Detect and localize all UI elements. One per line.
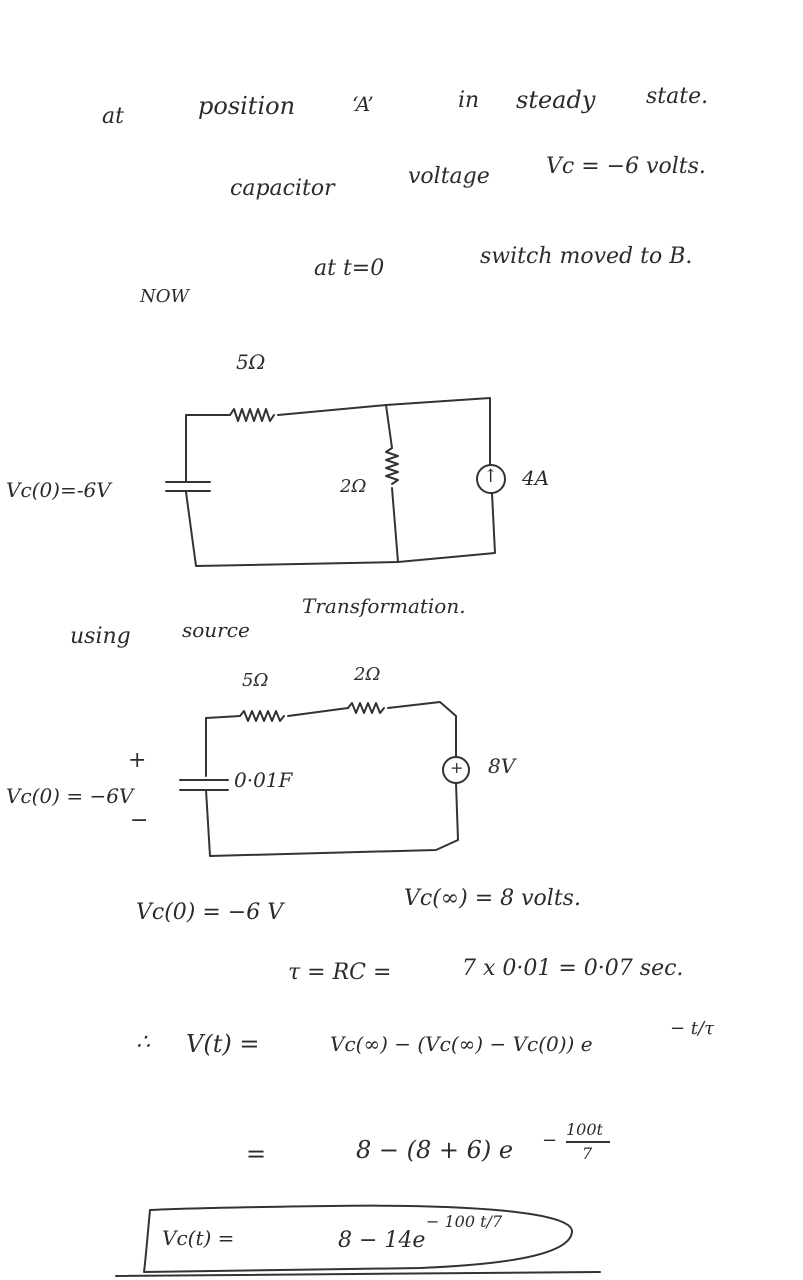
text-transformation: Transformation. (302, 594, 466, 618)
calc-line2-exp-fraction-bar (566, 1141, 610, 1143)
circuit1-resistor-2ohm (385, 447, 399, 485)
circuit2-label-2ohm: 2Ω (354, 664, 381, 685)
circuit1-resistor-5ohm (229, 408, 275, 422)
circuit2-minus-sign: − (130, 808, 149, 833)
calc-line2: 8 − (8 + 6) e (356, 1136, 514, 1164)
circuit2-wire-right-top (387, 701, 457, 757)
text-in: in (458, 88, 480, 113)
final-answer-underline (115, 1271, 601, 1277)
circuit1-wire-bottom (185, 491, 496, 567)
calc-vc0: Vc(0) = −6 V (136, 900, 284, 925)
circuit2-wire-left-top (205, 715, 241, 777)
circuit2-label-capacitor: 0·01F (234, 768, 293, 792)
calc-therefore: ∴ (136, 1030, 150, 1055)
circuit1-label-vc0: Vc(0)=-6V (6, 478, 111, 502)
circuit1-label-4a: 4A (522, 466, 550, 490)
text-capacitor: capacitor (230, 176, 335, 201)
text-switch-moved: switch moved to B. (480, 244, 693, 269)
text-capacitor-voltage-value: Vc = −6 volts. (546, 154, 706, 179)
circuit2-label-8v: 8V (488, 754, 516, 778)
calc-equals: = (246, 1140, 267, 1168)
text-position-a: ‘A’ (352, 92, 374, 116)
circuit2-source-sign: + (450, 758, 464, 777)
circuit1-label-5ohm: 5Ω (236, 350, 266, 374)
circuit1-label-2ohm: 2Ω (340, 476, 367, 497)
calc-tau-lhs: τ = RC = (288, 960, 392, 985)
calc-vcinf: Vc(∞) = 8 volts. (404, 886, 581, 911)
circuit1-wire-top (277, 397, 491, 466)
circuit2-wire-bottom (205, 782, 459, 857)
circuit1-wire-mid-top (385, 404, 393, 449)
calc-line2-exp-den: 7 (582, 1144, 593, 1163)
circuit2-resistor-2ohm (347, 702, 385, 714)
calc-vt-rhs: Vc(∞) − (Vc(∞) − Vc(0)) e (330, 1032, 593, 1056)
circuit2-plus-sign: + (128, 748, 147, 773)
text-using: using (70, 624, 131, 649)
circuit1-wire-mid-bottom (391, 487, 399, 563)
calc-line2-exp-num: 100t (566, 1120, 603, 1139)
circuit1-arrow-icon: ↑ (483, 466, 499, 487)
calc-final-exponent: − 100 t/7 (426, 1212, 503, 1231)
calc-line2-exp-sign: − (542, 1130, 558, 1151)
circuit2-wire-between (287, 707, 349, 717)
text-at: at (102, 104, 124, 129)
circuit2-label-vc0: Vc(0) = −6V (6, 784, 134, 808)
calc-vt-exponent: − t/τ (670, 1018, 715, 1039)
text-now: NOW (140, 286, 190, 307)
text-position: position (198, 92, 296, 120)
text-source: source (182, 618, 250, 642)
text-state: state. (646, 84, 709, 109)
calc-tau-rhs: 7 x 0·01 = 0·07 sec. (462, 956, 684, 981)
calc-vt-lhs: V(t) = (186, 1030, 260, 1058)
calc-final-rhs: 8 − 14e (338, 1228, 426, 1253)
text-voltage: voltage (408, 164, 490, 189)
circuit1-wire-left-top (185, 414, 231, 483)
circuit2-label-5ohm: 5Ω (242, 670, 269, 691)
text-steady: steady (516, 86, 596, 114)
calc-final-lhs: Vc(t) = (162, 1226, 235, 1250)
circuit2-resistor-5ohm (239, 710, 285, 722)
final-answer-outline (143, 1204, 574, 1273)
text-at-t0: at t=0 (314, 256, 385, 281)
